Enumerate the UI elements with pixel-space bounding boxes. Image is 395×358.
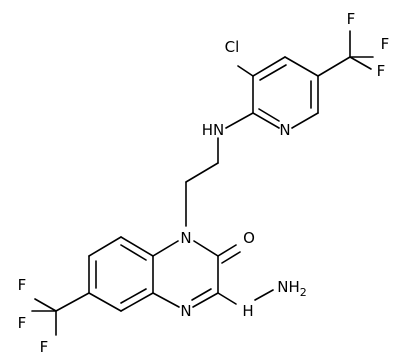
bond-c5-c4a-inner: [120, 288, 147, 304]
bond-n4-c4a: [152, 292, 180, 308]
bond-c5-cf3: [317, 56, 351, 77]
bond-c3-nh: [217, 292, 237, 305]
atom-n4: N: [180, 302, 191, 320]
bonds: [31, 30, 374, 336]
bond-pyr-c3-c4-inner: [259, 64, 287, 81]
bond-c8a-c8-inner: [120, 244, 147, 261]
bond-pyr-c4-c5: [284, 56, 319, 77]
atom-nh-hydrazine-h: H: [242, 302, 253, 320]
atom-o: O: [243, 229, 255, 247]
bond-c2-o-1: [217, 244, 237, 257]
atom-n-pyridine: N: [279, 121, 290, 139]
atom-f-top-2: F: [381, 35, 390, 53]
bond-c6-cf3: [55, 292, 90, 312]
bond-c8a-n1: [152, 240, 179, 257]
atom-n1: N: [180, 229, 191, 247]
bond-pyr-n-c2-inner: [258, 108, 280, 122]
atom-f-top-3: F: [377, 62, 386, 80]
atom-nh2-subscript: 2: [300, 286, 307, 299]
bond-c8a-c8: [120, 236, 154, 257]
atom-f-top-1: F: [347, 10, 356, 28]
atom-f-left-2: F: [18, 314, 27, 332]
bond-c2-nh: [225, 112, 254, 129]
bond-c6-c5: [88, 292, 122, 312]
bond-cf3-f-upper: [34, 298, 57, 312]
atom-labels: Cl F F F HN N N O N H NH2 F F F: [18, 10, 390, 356]
bond-nh-nh2: [254, 289, 274, 301]
bond-cf3-f-lower: [349, 56, 372, 70]
atom-nh-linker: HN: [202, 121, 225, 139]
bond-c3-cl: [237, 65, 254, 77]
bond-c3-n4: [192, 292, 219, 308]
bond-c3-n4-inner: [191, 288, 212, 301]
bond-ch2-ch2: [185, 162, 219, 183]
bond-pyr-c6-n: [291, 112, 319, 129]
atom-nh2: NH2: [277, 278, 307, 299]
bond-c5-c4a: [120, 292, 154, 312]
atom-f-left-3: F: [40, 338, 49, 356]
atom-f-left-1: F: [18, 276, 27, 294]
bond-pyr-c3-c4: [252, 56, 286, 77]
bond-pyr-n-c2: [252, 112, 280, 129]
bond-c2-o-2: [221, 251, 241, 264]
atom-cl: Cl: [225, 38, 240, 56]
bond-n1-c2: [193, 240, 219, 257]
bond-c8-c7: [88, 236, 122, 257]
